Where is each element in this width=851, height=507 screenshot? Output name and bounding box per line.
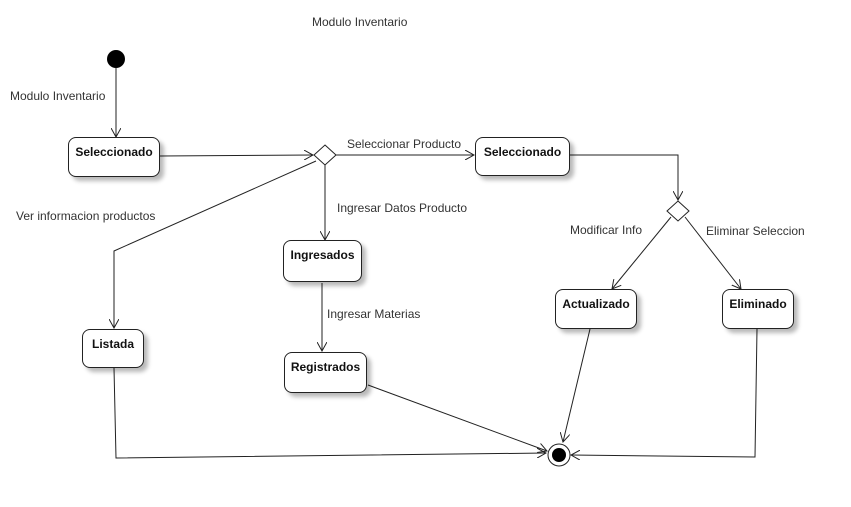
transition-label-ver-informacion: Ver informacion productos (16, 209, 156, 223)
transition-label-eliminar-seleccion: Eliminar Seleccion (706, 224, 805, 238)
state-actualizado[interactable]: Actualizado (555, 289, 637, 329)
state-listada[interactable]: Listada (82, 329, 144, 368)
edge-eliminado-to-final (571, 328, 758, 457)
transition-label-ingresar-datos-producto: Ingresar Datos Producto (337, 201, 468, 215)
state-eliminado[interactable]: Eliminado (722, 289, 794, 329)
state-seleccionado-2[interactable]: Seleccionado (475, 137, 570, 176)
final-node-core (552, 448, 566, 462)
transition-label-initial: Modulo Inventario (10, 89, 106, 103)
initial-node (107, 50, 125, 68)
edge-actualizado-to-final (563, 328, 591, 442)
edge-decision-to-listada (114, 160, 317, 328)
decision-diamond-1 (313, 144, 337, 166)
diagram-title: Modulo Inventario (312, 15, 408, 29)
edge-decision-2-to-actualizado (612, 216, 672, 289)
state-registrados[interactable]: Registrados (284, 352, 367, 393)
edge-seleccionado-to-decision (159, 155, 313, 156)
transition-label-seleccionar-producto: Seleccionar Producto (347, 137, 462, 151)
state-seleccionado[interactable]: Seleccionado (68, 137, 160, 177)
edge-registrados-to-final (367, 384, 547, 451)
decision-diamond-2 (666, 200, 690, 222)
transition-label-ingresar-materias: Ingresar Materias (327, 307, 421, 321)
state-ingresados[interactable]: Ingresados (283, 240, 362, 282)
transition-label-modificar-info: Modificar Info (570, 223, 643, 237)
edge-decision-2-to-eliminado (684, 216, 741, 289)
edge-listada-to-final (113, 367, 546, 459)
edge-seleccionado-2-to-decision-2 (570, 154, 678, 200)
